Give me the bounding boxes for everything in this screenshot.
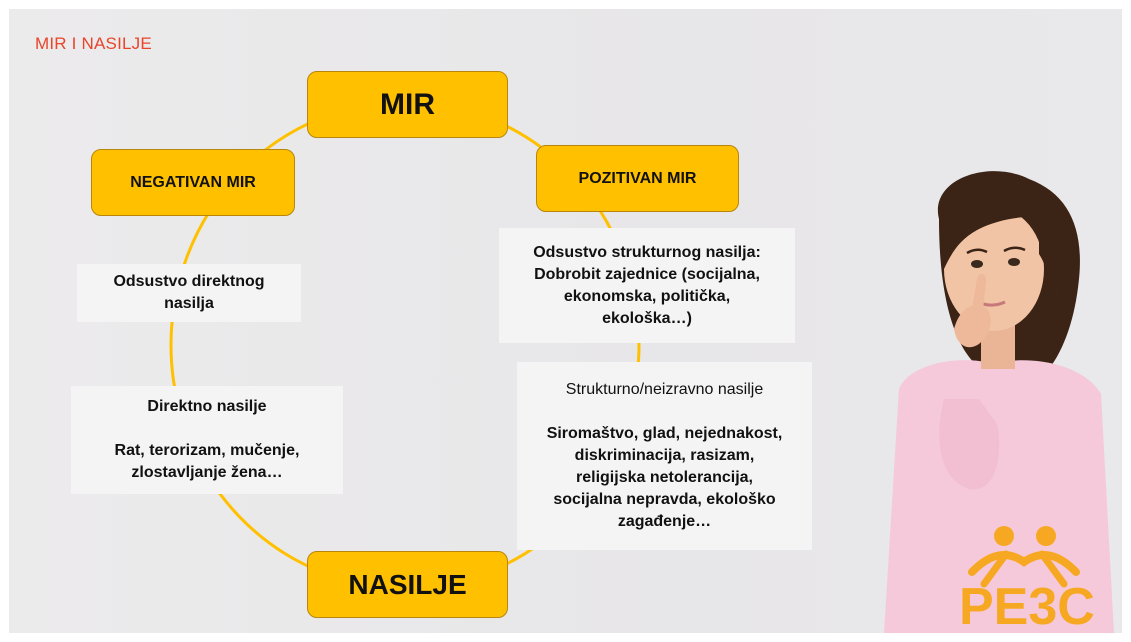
odsustvo-strukturnog-box: Odsustvo strukturnog nasilja: Dobrobit z… bbox=[499, 228, 795, 343]
box-line: socijalna nepravda, ekološko bbox=[553, 491, 776, 508]
box-line: diskriminacija, rasizam, bbox=[574, 447, 755, 464]
negativan-mir-label: NEGATIVAN MIR bbox=[130, 173, 256, 191]
mir-label: MIR bbox=[380, 87, 435, 121]
nasilje-node: NASILJE bbox=[307, 551, 508, 618]
slide: MIR I NASILJE MIR NEGATIVAN MIR POZITIVA… bbox=[9, 9, 1122, 633]
nasilje-label: NASILJE bbox=[348, 568, 467, 600]
box-heading: Direktno nasilje bbox=[147, 398, 267, 415]
negativan-mir-node: NEGATIVAN MIR bbox=[91, 149, 295, 216]
box-line: nasilja bbox=[164, 295, 214, 312]
odsustvo-direktnog-box: Odsustvo direktnog nasilja bbox=[77, 264, 301, 322]
slide-title: MIR I NASILJE bbox=[35, 34, 152, 53]
box-line: zagađenje… bbox=[617, 513, 712, 530]
box-line: Dobrobit zajednice (socijalna, bbox=[534, 265, 760, 283]
box-line: religijska netolerancija, bbox=[576, 469, 753, 486]
box-line: zlostavljanje žena… bbox=[131, 464, 283, 481]
box-heading: Strukturno/neizravno nasilje bbox=[565, 381, 764, 398]
box-line: Odsustvo strukturnog nasilja: bbox=[533, 243, 761, 261]
pozitivan-mir-node: POZITIVAN MIR bbox=[536, 145, 739, 212]
box-line: ekonomska, politička, bbox=[563, 287, 731, 305]
pozitivan-mir-label: POZITIVAN MIR bbox=[578, 169, 697, 187]
box-line: Odsustvo direktnog bbox=[113, 273, 265, 290]
mir-node: MIR bbox=[307, 71, 508, 138]
logo-text: PE3C bbox=[959, 578, 1095, 629]
pe3c-logo: PE3C bbox=[959, 526, 1095, 629]
box-line: ekološka…) bbox=[602, 309, 692, 327]
box-line: Rat, terorizam, mučenje, bbox=[114, 442, 300, 459]
box-line: Siromaštvo, glad, nejednakost, bbox=[546, 425, 783, 442]
thinking-girl-image bbox=[884, 171, 1114, 633]
direktno-nasilje-box: Direktno nasilje Rat, terorizam, mučenje… bbox=[71, 386, 343, 494]
strukturno-nasilje-box: Strukturno/neizravno nasilje Siromaštvo,… bbox=[517, 362, 812, 550]
